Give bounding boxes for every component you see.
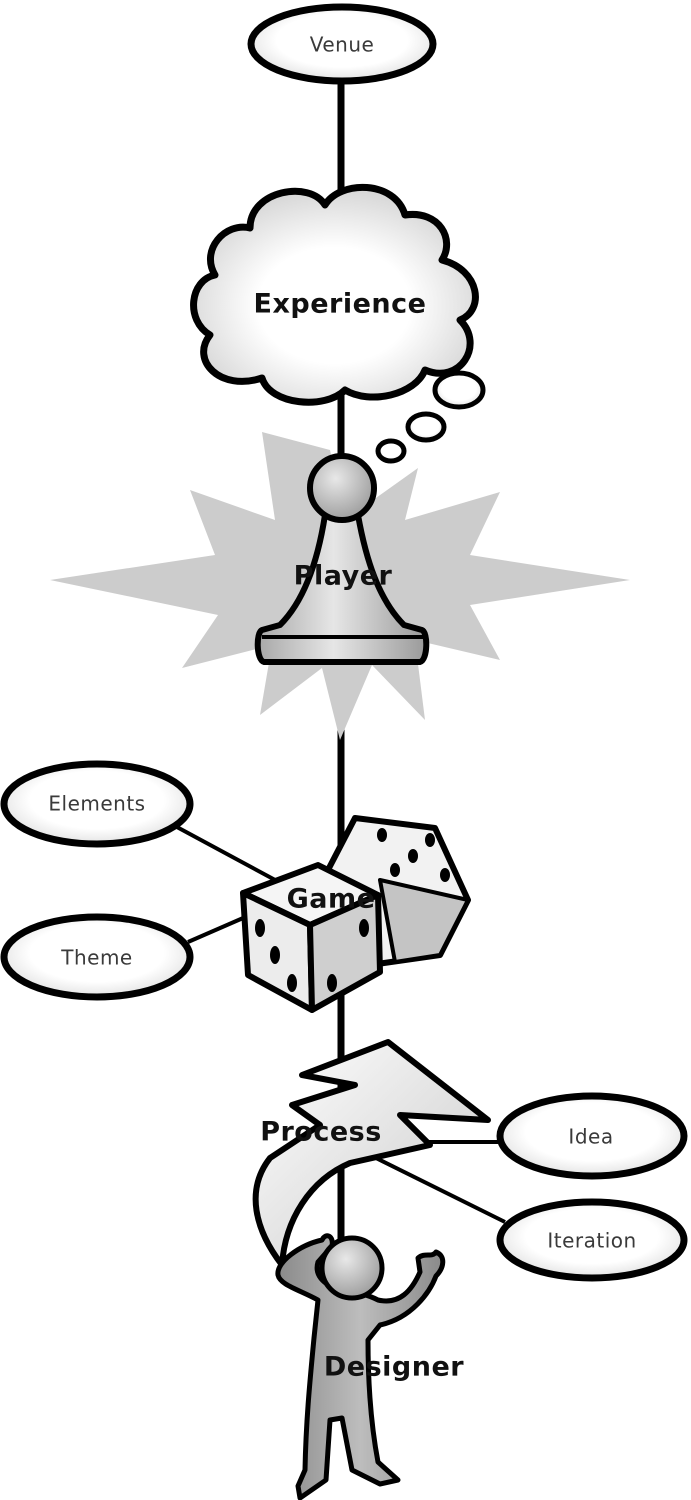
die-pip bbox=[440, 868, 450, 882]
die-pip bbox=[425, 833, 435, 847]
designer-body bbox=[275, 1233, 446, 1500]
die-pip bbox=[359, 919, 369, 937]
thought-bubble-medium bbox=[405, 411, 447, 443]
process-label: Process bbox=[260, 1117, 382, 1148]
thought-bubble-large bbox=[432, 370, 486, 410]
pawn-icon bbox=[254, 512, 430, 665]
venue-label: Venue bbox=[310, 33, 375, 57]
back-die-side bbox=[378, 878, 470, 964]
dice-icon bbox=[240, 815, 471, 1013]
experience-node: Experience bbox=[190, 183, 479, 406]
elements-node: Elements bbox=[0, 760, 194, 848]
process-node: Process bbox=[252, 1039, 491, 1268]
die-pip bbox=[255, 919, 265, 937]
theme-oval bbox=[0, 913, 194, 1001]
experience-label: Experience bbox=[254, 289, 427, 320]
thought-bubbles bbox=[375, 370, 486, 464]
die-pip bbox=[270, 946, 280, 964]
die-pip bbox=[287, 974, 297, 992]
die-pip bbox=[377, 828, 387, 842]
designer-node: Designer bbox=[275, 1233, 464, 1500]
connector-iteration bbox=[369, 1153, 506, 1224]
elements-oval bbox=[0, 760, 194, 848]
designer-label: Designer bbox=[324, 1352, 464, 1383]
theme-node: Theme bbox=[0, 913, 194, 1001]
idea-oval bbox=[496, 1092, 688, 1180]
elements-label: Elements bbox=[48, 792, 145, 816]
die-pip bbox=[390, 863, 400, 877]
connector-elements bbox=[174, 824, 291, 890]
game-label: Game bbox=[287, 884, 376, 915]
connector-theme bbox=[187, 913, 251, 944]
venue-oval bbox=[247, 3, 437, 85]
lightning-icon bbox=[252, 1039, 491, 1268]
idea-label: Idea bbox=[568, 1125, 613, 1149]
die-pip bbox=[327, 974, 337, 992]
designer-head bbox=[319, 1235, 385, 1301]
player-label: Player bbox=[294, 561, 393, 592]
iteration-label: Iteration bbox=[547, 1229, 636, 1253]
player-node: Player bbox=[254, 453, 430, 665]
idea-node: Idea bbox=[496, 1092, 688, 1180]
die-pip bbox=[408, 849, 418, 863]
iteration-node: Iteration bbox=[496, 1198, 688, 1282]
thought-cloud-icon bbox=[190, 183, 479, 406]
person-thinking-icon bbox=[275, 1233, 446, 1500]
game-node: Game bbox=[240, 815, 471, 1013]
iteration-oval bbox=[496, 1198, 688, 1282]
pawn-head bbox=[307, 453, 377, 523]
thought-bubble-small bbox=[375, 438, 407, 464]
front-die bbox=[240, 862, 383, 1013]
theme-label: Theme bbox=[60, 946, 132, 970]
venue-node: Venue bbox=[247, 3, 437, 85]
